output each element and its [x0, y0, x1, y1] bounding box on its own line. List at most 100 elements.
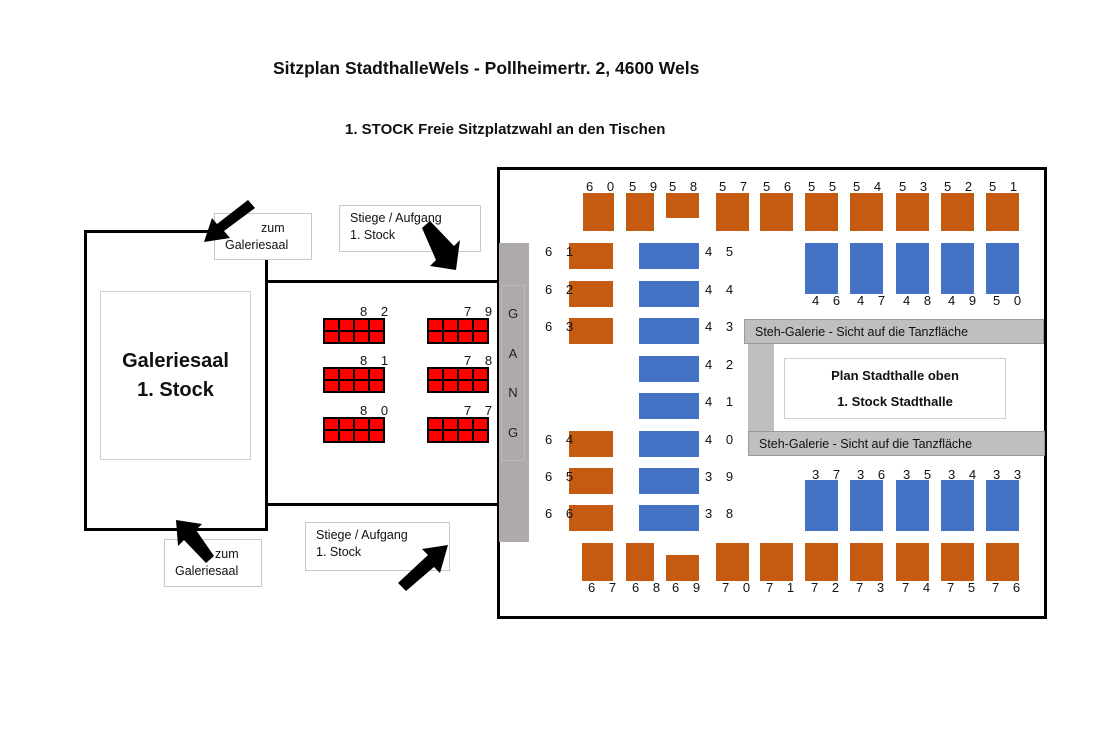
table-number: 6 1 [545, 244, 579, 259]
table-number: 7 7 [464, 403, 498, 418]
blue-table [639, 243, 699, 269]
plan-stadthalle-box: Plan Stadthalle oben 1. Stock Stadthalle [784, 358, 1006, 419]
table-number: 4 4 [705, 282, 739, 297]
table-number: 8 1 [360, 353, 394, 368]
note-zum-galeriesaal-top: zum Galeriesaal [214, 213, 312, 260]
seat [459, 381, 472, 391]
seat [429, 332, 442, 342]
table-number: 5 0 [993, 293, 1027, 308]
orange-table [941, 193, 974, 231]
table-number: 4 5 [705, 244, 739, 259]
table-number: 4 3 [705, 319, 739, 334]
orange-table [569, 281, 613, 307]
table-number: 4 2 [705, 357, 739, 372]
table-number: 6 6 [545, 506, 579, 521]
table-number: 6 2 [545, 282, 579, 297]
seat [355, 332, 368, 342]
steh-galerie-top-label: Steh-Galerie - Sicht auf die Tanzfläche [755, 324, 969, 339]
table-number: 6 0 [586, 179, 620, 194]
table-number: 5 2 [944, 179, 978, 194]
seat [459, 431, 472, 441]
table-number: 6 8 [632, 580, 666, 595]
table-number: 6 4 [545, 432, 579, 447]
gang-letter: G [507, 424, 519, 440]
seat [340, 381, 353, 391]
table-number: 6 3 [545, 319, 579, 334]
seat [355, 369, 368, 379]
note-line: Stiege / Aufgang [316, 528, 408, 542]
red-table [427, 318, 489, 344]
note-line: Stiege / Aufgang [350, 211, 442, 225]
seat [325, 419, 338, 429]
table-number: 5 4 [853, 179, 887, 194]
seat [370, 381, 383, 391]
arrow-stiege-top-icon [422, 221, 460, 270]
seat [325, 431, 338, 441]
table-number: 7 3 [856, 580, 890, 595]
orange-table [716, 193, 749, 231]
steh-galerie-bottom: Steh-Galerie - Sicht auf die Tanzfläche [748, 431, 1045, 456]
blue-table [639, 318, 699, 344]
orange-table [666, 193, 699, 218]
table-number: 4 8 [903, 293, 937, 308]
seat [429, 419, 442, 429]
seat [340, 419, 353, 429]
galeriesaal-label-line2: 1. Stock [137, 378, 214, 401]
table-number: 5 3 [899, 179, 933, 194]
blue-table [639, 468, 699, 494]
seat [340, 369, 353, 379]
table-number: 5 9 [629, 179, 663, 194]
red-table [427, 367, 489, 393]
red-table [427, 417, 489, 443]
red-table [323, 318, 385, 344]
orange-table [626, 543, 654, 581]
seat [459, 369, 472, 379]
table-number: 5 7 [719, 179, 753, 194]
seat [474, 381, 487, 391]
seat [444, 431, 457, 441]
seat [340, 332, 353, 342]
seat [325, 369, 338, 379]
gang-corridor: G A N G [499, 243, 529, 542]
table-number: 7 2 [811, 580, 845, 595]
seat [355, 381, 368, 391]
corridor-wall-top [265, 280, 500, 283]
gang-letter: G [507, 306, 519, 322]
table-number: 4 9 [948, 293, 982, 308]
orange-table [850, 543, 883, 581]
note-line: 1. Stock [316, 545, 362, 559]
table-number: 5 1 [989, 179, 1023, 194]
seat [370, 431, 383, 441]
table-number: 8 2 [360, 304, 394, 319]
corridor-wall-bottom [265, 503, 500, 506]
galeriesaal-label-box: Galeriesaal 1. Stock [100, 291, 251, 460]
orange-table [569, 468, 613, 494]
steh-galerie-bottom-label: Steh-Galerie - Sicht auf die Tanzfläche [759, 436, 973, 451]
orange-table [582, 543, 613, 581]
seat [444, 320, 457, 330]
seat [429, 320, 442, 330]
seat [444, 369, 457, 379]
orange-table [896, 193, 929, 231]
table-number: 7 0 [722, 580, 756, 595]
arrow-to-galeriesaal-bottom-icon [176, 520, 214, 563]
table-number: 7 4 [902, 580, 936, 595]
blue-table [896, 480, 929, 531]
table-number: 3 5 [903, 467, 937, 482]
steh-galerie-side [748, 344, 774, 432]
blue-table [805, 480, 838, 531]
seat [355, 431, 368, 441]
orange-table [569, 318, 613, 344]
seat [474, 431, 487, 441]
plan-box-line1: Plan Stadthalle oben [831, 368, 959, 384]
table-number: 4 7 [857, 293, 891, 308]
blue-table [639, 393, 699, 419]
seat [429, 369, 442, 379]
blue-table [639, 505, 699, 531]
orange-table [569, 243, 613, 269]
table-number: 6 9 [672, 580, 706, 595]
note-line: Galeriesaal [175, 564, 239, 578]
orange-table [850, 193, 883, 231]
note-line: zum [261, 221, 285, 235]
seat [325, 320, 338, 330]
